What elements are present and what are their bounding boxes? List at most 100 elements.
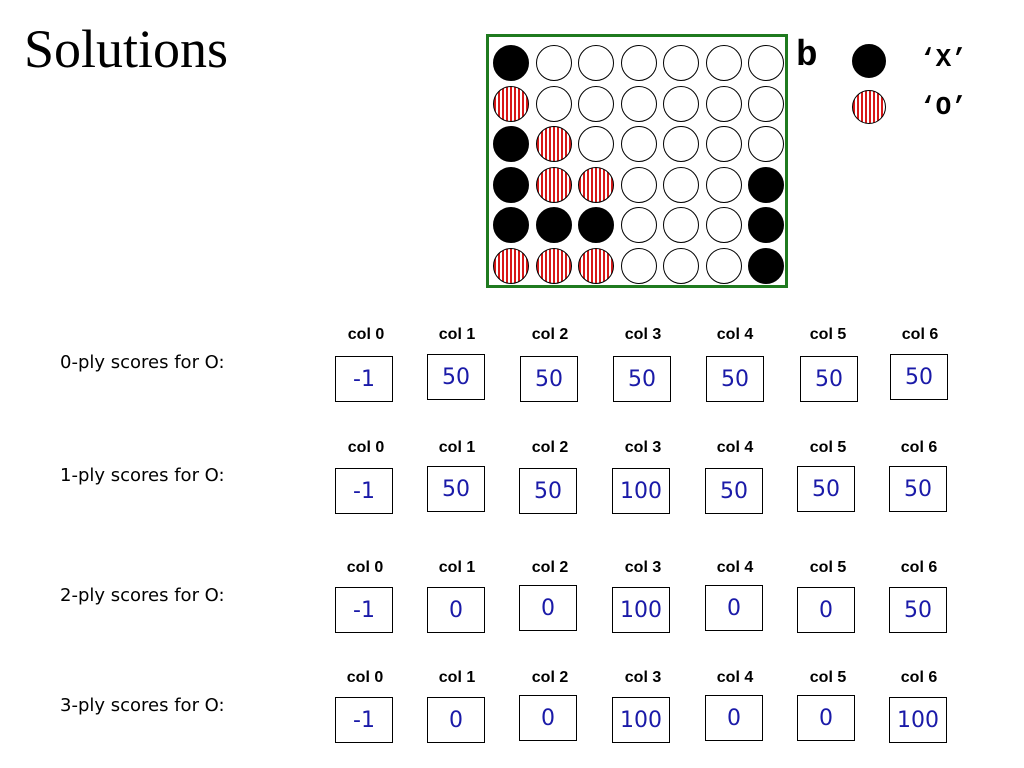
row-label-3-ply: 3-ply scores for O: bbox=[60, 695, 225, 716]
empty-slot-icon bbox=[620, 126, 657, 162]
col-head: col 4 bbox=[716, 326, 754, 343]
col-head: col 6 bbox=[900, 669, 938, 686]
legend-x-label: ‘X’ bbox=[920, 44, 967, 74]
empty-slot-icon bbox=[705, 166, 742, 203]
empty-slot-icon bbox=[620, 45, 657, 81]
empty-slot-icon bbox=[705, 247, 742, 284]
legend-x-disc-icon bbox=[852, 44, 886, 78]
score-cell: 100 bbox=[612, 697, 670, 743]
empty-slot-icon bbox=[705, 85, 742, 122]
score-cell: 50 bbox=[706, 356, 764, 402]
score-cell: 50 bbox=[427, 466, 485, 512]
empty-slot-icon bbox=[663, 207, 699, 243]
row-label-0-ply: 0-ply scores for O: bbox=[60, 352, 225, 373]
score-cell: 50 bbox=[427, 354, 485, 400]
o-disc-icon bbox=[493, 85, 529, 122]
score-cell: 50 bbox=[519, 468, 577, 514]
o-disc-icon bbox=[535, 166, 572, 203]
col-head: col 2 bbox=[531, 669, 569, 686]
x-disc-icon bbox=[493, 166, 529, 203]
col-head: col 5 bbox=[809, 559, 847, 576]
legend-o-disc-icon bbox=[852, 90, 886, 124]
col-head: col 0 bbox=[347, 326, 385, 343]
o-disc-icon bbox=[578, 166, 614, 203]
empty-slot-icon bbox=[663, 45, 699, 81]
x-disc-icon bbox=[748, 247, 784, 284]
score-cell: 0 bbox=[427, 697, 485, 743]
row-label-2-ply: 2-ply scores for O: bbox=[60, 585, 225, 606]
empty-slot-icon bbox=[748, 45, 784, 81]
empty-slot-icon bbox=[705, 207, 742, 243]
score-cell: 50 bbox=[889, 466, 947, 512]
empty-slot-icon bbox=[663, 126, 699, 162]
empty-slot-icon bbox=[620, 166, 657, 203]
score-cell: 0 bbox=[797, 695, 855, 741]
score-cell: 100 bbox=[889, 697, 947, 743]
score-cell: -1 bbox=[335, 356, 393, 402]
legend-o-label: ‘O’ bbox=[920, 92, 967, 122]
empty-slot-icon bbox=[620, 85, 657, 122]
col-head: col 0 bbox=[346, 669, 384, 686]
score-cell: 50 bbox=[520, 356, 578, 402]
x-disc-icon bbox=[748, 207, 784, 243]
score-cell: 100 bbox=[612, 587, 670, 633]
empty-slot-icon bbox=[705, 126, 742, 162]
col-head: col 5 bbox=[809, 439, 847, 456]
page-title: Solutions bbox=[24, 19, 229, 79]
empty-slot-icon bbox=[663, 85, 699, 122]
empty-slot-icon bbox=[578, 85, 614, 122]
score-cell: 50 bbox=[800, 356, 858, 402]
empty-slot-icon bbox=[620, 207, 657, 243]
x-disc-icon bbox=[578, 207, 614, 243]
col-head: col 5 bbox=[809, 326, 847, 343]
score-cell: 100 bbox=[612, 468, 670, 514]
x-disc-icon bbox=[493, 207, 529, 243]
score-cell: 50 bbox=[705, 468, 763, 514]
score-cell: 50 bbox=[797, 466, 855, 512]
empty-slot-icon bbox=[535, 45, 572, 81]
score-cell: 0 bbox=[519, 695, 577, 741]
o-disc-icon bbox=[535, 126, 572, 162]
col-head: col 1 bbox=[438, 439, 476, 456]
score-cell: -1 bbox=[335, 697, 393, 743]
col-head: col 3 bbox=[624, 326, 662, 343]
x-disc-icon bbox=[748, 166, 784, 203]
empty-slot-icon bbox=[663, 166, 699, 203]
empty-slot-icon bbox=[705, 45, 742, 81]
col-head: col 1 bbox=[438, 669, 476, 686]
col-head: col 6 bbox=[900, 439, 938, 456]
col-head: col 1 bbox=[438, 326, 476, 343]
empty-slot-icon bbox=[578, 126, 614, 162]
col-head: col 2 bbox=[531, 439, 569, 456]
col-head: col 6 bbox=[901, 326, 939, 343]
col-head: col 2 bbox=[531, 559, 569, 576]
score-cell: -1 bbox=[335, 587, 393, 633]
score-cell: 50 bbox=[890, 354, 948, 400]
score-cell: 0 bbox=[705, 695, 763, 741]
score-cell: 0 bbox=[519, 585, 577, 631]
score-cell: 0 bbox=[427, 587, 485, 633]
score-cell: 0 bbox=[705, 585, 763, 631]
score-cell: 50 bbox=[889, 587, 947, 633]
col-head: col 2 bbox=[531, 326, 569, 343]
col-head: col 3 bbox=[624, 559, 662, 576]
x-disc-icon bbox=[535, 207, 572, 243]
score-cell: -1 bbox=[335, 468, 393, 514]
row-label-1-ply: 1-ply scores for O: bbox=[60, 465, 225, 486]
col-head: col 4 bbox=[716, 559, 754, 576]
col-head: col 4 bbox=[716, 439, 754, 456]
col-head: col 0 bbox=[347, 439, 385, 456]
col-head: col 1 bbox=[438, 559, 476, 576]
col-head: col 3 bbox=[624, 439, 662, 456]
col-head: col 0 bbox=[346, 559, 384, 576]
empty-slot-icon bbox=[663, 247, 699, 284]
o-disc-icon bbox=[578, 247, 614, 284]
col-head: col 5 bbox=[809, 669, 847, 686]
score-cell: 0 bbox=[797, 587, 855, 633]
board-label: b bbox=[796, 35, 818, 76]
x-disc-icon bbox=[493, 45, 529, 81]
x-disc-icon bbox=[493, 126, 529, 162]
connect-four-board bbox=[486, 34, 788, 288]
col-head: col 4 bbox=[716, 669, 754, 686]
empty-slot-icon bbox=[578, 45, 614, 81]
